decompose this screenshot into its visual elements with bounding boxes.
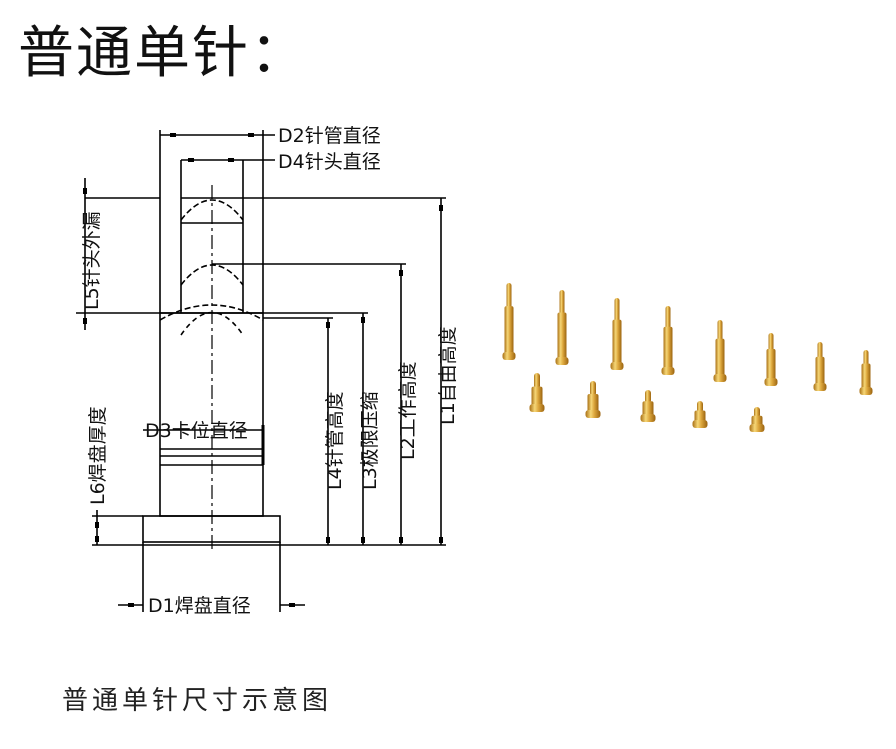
pogo-pin	[713, 320, 727, 382]
label-l5: L5针头外漏	[81, 211, 103, 310]
pogo-pin	[529, 373, 545, 412]
pogo-pin	[502, 283, 516, 360]
label-d4: D4针头直径	[278, 151, 381, 173]
pogo-pin	[764, 333, 778, 386]
label-l4: L4针管高度	[324, 391, 346, 490]
diagram-caption: 普通单针尺寸示意图	[62, 686, 333, 716]
pogo-pin	[749, 407, 765, 432]
label-l2: L2工作高度	[397, 361, 419, 460]
pogo-pin	[640, 390, 656, 422]
pogo-pin	[859, 350, 873, 395]
label-d3: D3卡位直径	[145, 420, 248, 442]
label-l1: L1自由高度	[437, 326, 459, 425]
arrow-marks	[83, 133, 443, 607]
label-d2: D2针管直径	[278, 125, 381, 147]
page-title: 普通单针：	[18, 21, 308, 86]
pogo-pin	[692, 401, 708, 428]
pin-drawing	[76, 130, 446, 612]
pogo-pin-photo	[502, 283, 873, 432]
pogo-pin	[585, 381, 601, 418]
pogo-pin	[813, 342, 827, 391]
pogo-pin	[661, 306, 675, 375]
label-l3: L3极限压缩	[359, 391, 381, 490]
pogo-pin	[610, 298, 624, 370]
pogo-pin	[555, 290, 569, 365]
label-l6: L6焊盘厚度	[87, 406, 109, 505]
label-d1: D1焊盘直径	[148, 595, 251, 617]
